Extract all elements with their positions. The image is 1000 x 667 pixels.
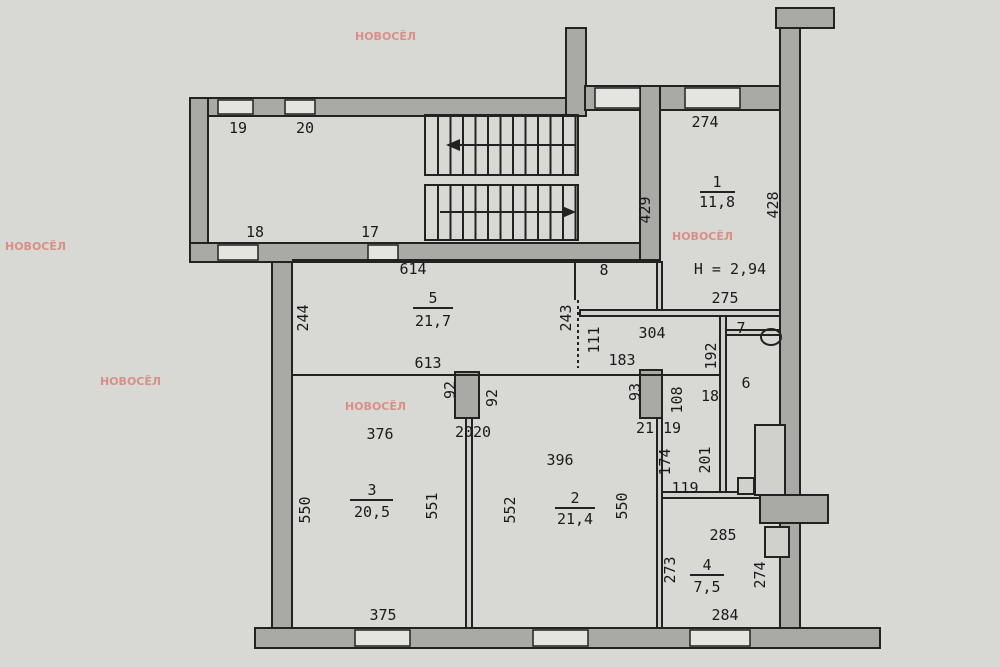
room-2-number: 2 — [570, 489, 579, 507]
dimension-label: 92 — [441, 381, 459, 399]
dimension-label: 284 — [711, 606, 738, 624]
dimension-label: 111 — [585, 326, 603, 353]
room-3-area: 20,5 — [354, 503, 390, 521]
dimension-label: 92 — [483, 389, 501, 407]
dimension-label: 2020 — [455, 423, 491, 441]
dimension-label: 375 — [369, 606, 396, 624]
room-3-number: 3 — [367, 481, 376, 499]
watermark: НОВОСЁЛ — [345, 399, 406, 413]
dimension-label: 192 — [702, 342, 720, 369]
dimension-label: 108 — [668, 386, 686, 413]
dimension-label: 614 — [399, 260, 426, 278]
dimension-label: 243 — [557, 304, 575, 331]
watermark: НОВОСЁЛ — [100, 374, 161, 388]
dimension-label: 285 — [709, 526, 736, 544]
room-7-number: 7 — [736, 319, 745, 337]
walls — [189, 7, 881, 649]
dimension-label: 18 — [701, 387, 719, 405]
dimension-label: 119 — [671, 479, 698, 497]
dimension-label: 304 — [638, 324, 665, 342]
dimension-label: 274 — [691, 113, 718, 131]
dimension-label: 551 — [423, 492, 441, 519]
room-4-number: 4 — [702, 556, 711, 574]
room-5-number: 5 — [428, 289, 437, 307]
stove-icon — [764, 526, 790, 558]
room-8-number: 8 — [599, 261, 608, 279]
watermark: НОВОСЁЛ — [672, 229, 733, 243]
dimension-label: 550 — [296, 496, 314, 523]
dimension-label: 429 — [636, 196, 654, 223]
window-number: 17 — [361, 223, 379, 241]
toilet-icon — [760, 328, 782, 346]
dimension-label: 428 — [764, 191, 782, 218]
dimension-label: 613 — [414, 354, 441, 372]
windows — [217, 87, 751, 647]
dimension-label: 552 — [501, 496, 519, 523]
dimension-label: 244 — [294, 304, 312, 331]
room-4-area: 7,5 — [693, 578, 720, 596]
dimension-label: 550 — [613, 492, 631, 519]
room-2-area: 21,4 — [557, 510, 593, 528]
sink-icon — [737, 477, 755, 495]
window-number: 20 — [296, 119, 314, 137]
window-number: 18 — [246, 223, 264, 241]
dimension-label: 201 — [696, 446, 714, 473]
room-6-number: 6 — [741, 374, 750, 392]
dimension-label: 376 — [366, 425, 393, 443]
dimension-label: 274 — [751, 561, 769, 588]
watermark: НОВОСЁЛ — [5, 239, 66, 253]
watermark: НОВОСЁЛ — [355, 29, 416, 43]
window-number: 19 — [229, 119, 247, 137]
dimension-label: 174 — [656, 448, 674, 475]
ceiling-height: H = 2,94 — [694, 260, 766, 278]
staircase — [424, 114, 579, 241]
room-1-area: 11,8 — [699, 193, 735, 211]
dimension-label: 275 — [711, 289, 738, 307]
room-5-area: 21,7 — [415, 312, 451, 330]
room-1-number: 1 — [712, 173, 721, 191]
dimension-label: 93 — [626, 383, 644, 401]
partitions — [292, 259, 790, 629]
dimension-label: 21 — [636, 419, 654, 437]
dimension-label: 396 — [546, 451, 573, 469]
dimensions: 274 275 614 613 304 183 18 21 19 119 376… — [294, 113, 782, 624]
dimension-label: 183 — [608, 351, 635, 369]
dimension-label: 273 — [661, 556, 679, 583]
dimension-label: 19 — [663, 419, 681, 437]
